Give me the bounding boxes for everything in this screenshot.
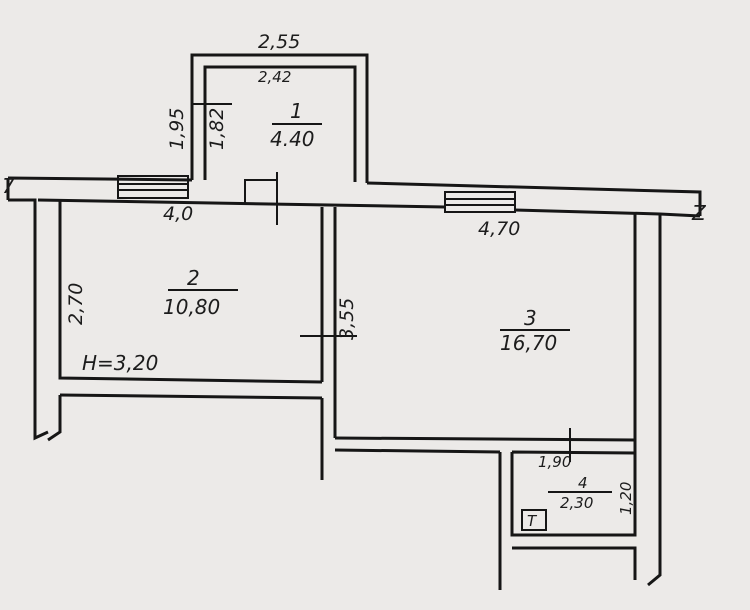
room-3-bottom-wall: [320, 214, 637, 480]
room-2-number: 2: [187, 266, 200, 290]
room-1-inner-width: 2,42: [258, 68, 291, 86]
room-1-walls: [190, 53, 369, 183]
room-1-outer-width: 2,55: [258, 31, 300, 53]
room-2-ceiling-height: H=3,20: [82, 351, 158, 375]
window-room-2: [117, 175, 189, 199]
partition-2-3: [320, 207, 337, 470]
room-1-outer-depth: 1,95: [166, 108, 188, 150]
room-4-number: 4: [578, 474, 588, 492]
room-1-area: 4.40: [270, 127, 315, 151]
fixture-label: T: [527, 512, 538, 530]
right-outer-wall: [647, 214, 662, 587]
room-1-inner-walls: [203, 65, 357, 182]
left-outer-wall: [8, 198, 49, 441]
top-inner-wall: [37, 198, 701, 218]
window-room-3: [444, 191, 516, 213]
room-2-area: 10,80: [163, 295, 220, 319]
room-3-number: 3: [524, 306, 537, 330]
right-wall-mark: Z: [691, 201, 707, 225]
fixture-symbol: T: [521, 509, 547, 531]
room-4-area: 2,30: [560, 494, 593, 512]
door-room-1: [244, 172, 278, 225]
room-4-depth: 1,20: [617, 482, 635, 515]
room-3-width: 4,70: [478, 218, 520, 240]
left-wall-mark: 7: [2, 174, 15, 198]
top-outer-wall: [6, 176, 702, 216]
room-1-inner-depth: 1,82: [206, 108, 228, 150]
left-bottom-wall: [59, 393, 323, 400]
left-inner-wall: [47, 200, 323, 442]
room-3-area: 16,70: [500, 331, 557, 355]
room-1-number: 1: [290, 99, 303, 123]
room-4-width: 1,90: [538, 453, 571, 471]
room-2-width: 4,0: [163, 203, 193, 225]
room-3-depth: 3,55: [336, 298, 358, 340]
room-2-depth: 2,70: [65, 283, 87, 325]
room-4-walls: [498, 440, 637, 590]
